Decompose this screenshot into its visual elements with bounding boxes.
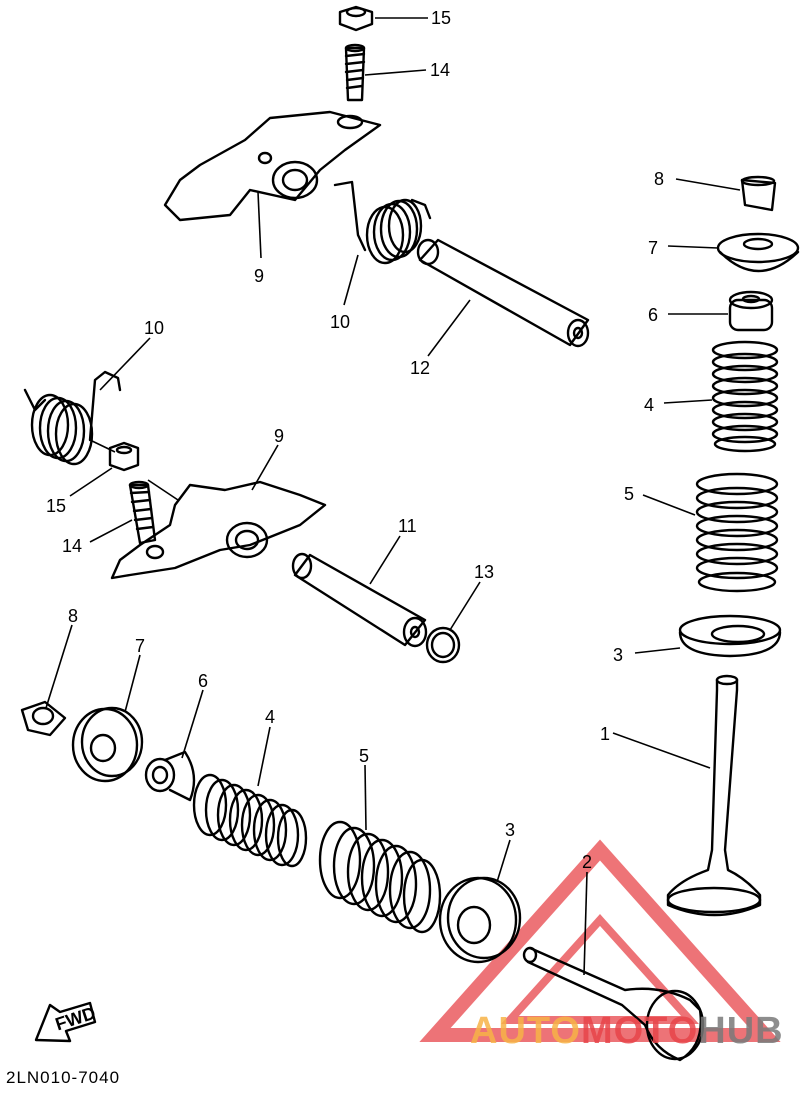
upper-adjuster-nut (338, 5, 374, 32)
left-valve-retainer (71, 706, 144, 783)
shaft-o-ring (425, 626, 461, 664)
label-1: 1 (600, 724, 610, 744)
label-15-lower: 15 (46, 496, 66, 516)
rocker-shaft-12 (416, 238, 590, 348)
label-8-left: 8 (68, 606, 78, 626)
intake-valve-2 (522, 946, 705, 1062)
label-9-lower: 9 (274, 426, 284, 446)
label-9-upper: 9 (254, 266, 264, 286)
right-outer-valve-spring (695, 472, 779, 593)
right-inner-valve-spring (711, 340, 779, 453)
label-3-right: 3 (613, 645, 623, 665)
watermark-text: AUTOMOTOHUB (470, 1010, 784, 1053)
exhaust-valve-1 (666, 674, 762, 917)
label-3-left: 3 (505, 820, 515, 840)
label-4-right: 4 (644, 395, 654, 415)
leader-lines (45, 17, 741, 976)
label-6-left: 6 (198, 671, 208, 691)
left-spring-seat (438, 876, 522, 964)
label-14-upper: 14 (430, 60, 450, 80)
label-7-left: 7 (135, 636, 145, 656)
label-7-right: 7 (648, 238, 658, 258)
label-13: 13 (474, 562, 494, 582)
left-valve-seal (144, 750, 196, 802)
part-labels: 15 14 9 10 12 8 7 6 4 5 3 1 10 9 15 14 1… (46, 8, 664, 872)
watermark-auto: AUTO (470, 1010, 581, 1052)
lower-adjuster-screw (128, 480, 157, 545)
left-inner-valve-spring (192, 773, 308, 868)
right-valve-retainer (716, 232, 800, 273)
label-6-right: 6 (648, 305, 658, 325)
label-5-right: 5 (624, 484, 634, 504)
upper-adjuster-screw (344, 43, 366, 102)
lower-adjuster-nut (108, 441, 140, 472)
label-11: 11 (398, 516, 417, 536)
label-12: 12 (410, 358, 430, 378)
label-2: 2 (582, 852, 592, 872)
label-8-right: 8 (654, 169, 664, 189)
fwd-label: FWD (53, 1003, 98, 1035)
upper-rocker-arm (163, 110, 382, 222)
diagram-part-code: 2LN010-7040 (6, 1068, 121, 1087)
right-spring-seat (678, 614, 782, 658)
watermark-hub: HUB (698, 1010, 784, 1052)
label-15-upper: 15 (431, 8, 451, 28)
right-valve-cotter (740, 175, 777, 212)
label-4-left: 4 (265, 707, 275, 727)
right-valve-seal (728, 290, 774, 332)
label-5-left: 5 (359, 746, 369, 766)
watermark-logo-icon (419, 839, 781, 1042)
label-10-upper: 10 (330, 312, 350, 332)
lower-rocker-arm (110, 480, 327, 580)
rocker-shaft-11 (291, 552, 428, 648)
left-valve-cotter (20, 700, 67, 737)
fwd-arrow-icon (34, 1001, 97, 1043)
lower-rocker-spring (23, 370, 122, 466)
label-10-lower: 10 (144, 318, 164, 338)
upper-rocker-spring (333, 180, 432, 265)
label-14-lower: 14 (62, 536, 82, 556)
left-outer-valve-spring (318, 820, 442, 934)
watermark-moto: MOTO (580, 1010, 699, 1052)
